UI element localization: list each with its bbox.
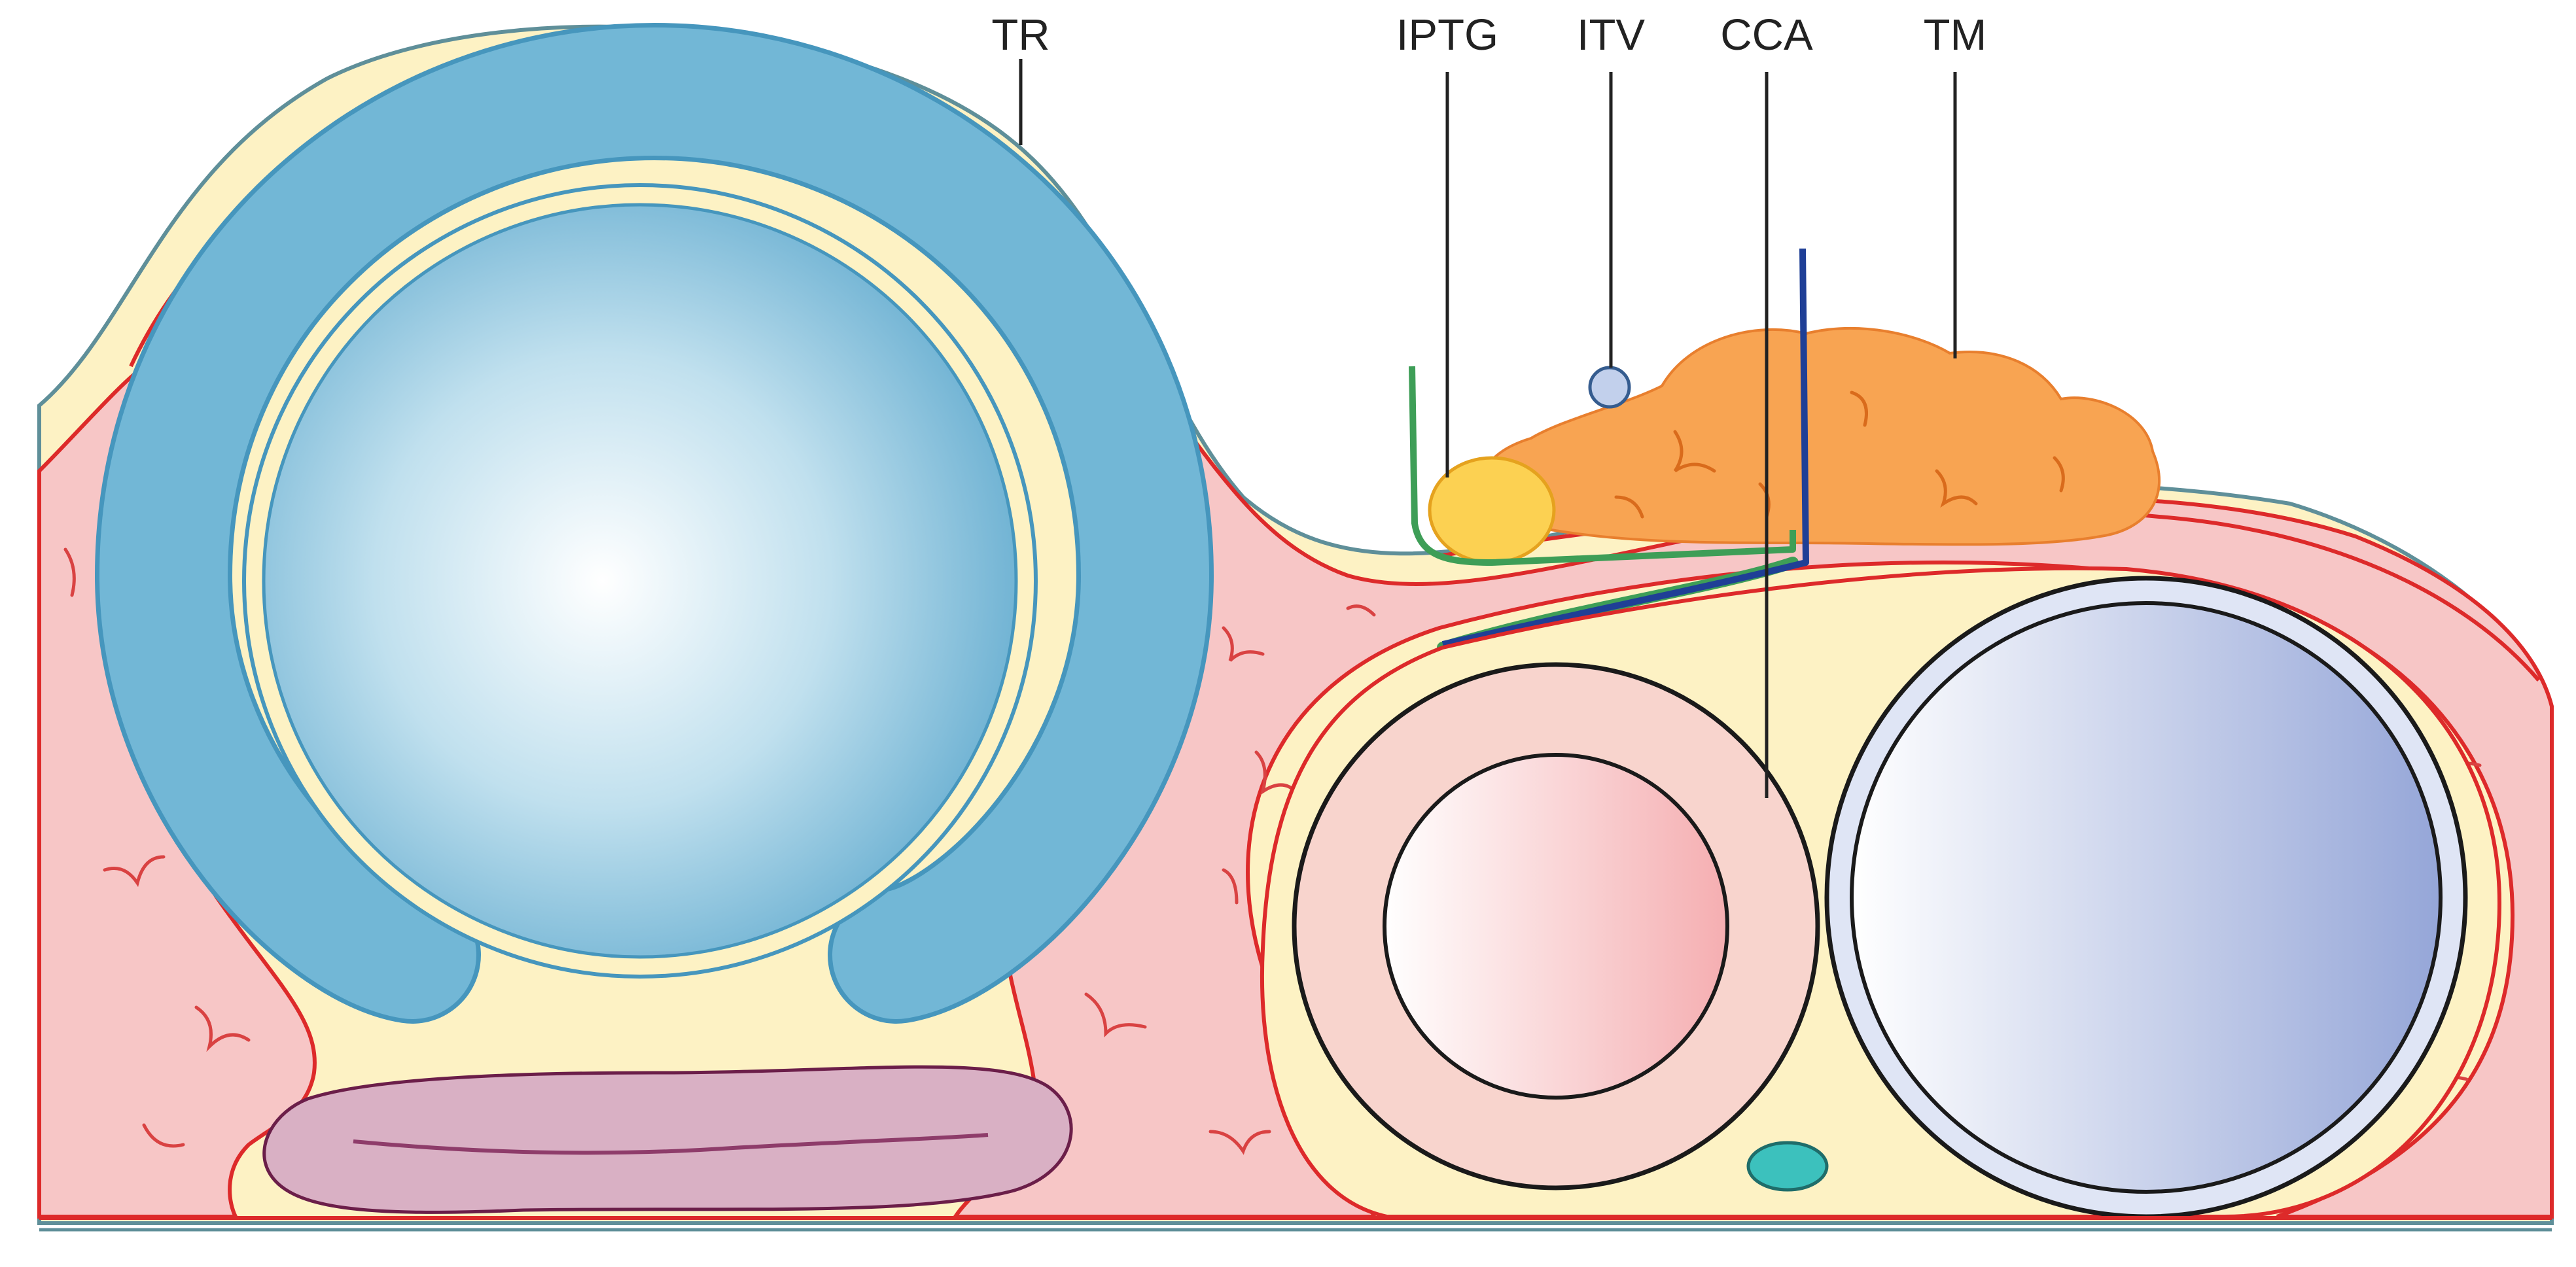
tracheal-cartilage-ring-fill xyxy=(99,27,1210,1019)
tumor-mass xyxy=(1481,327,2161,546)
label-cca: CCA xyxy=(1720,10,1813,60)
esophagus-lumen xyxy=(353,1133,989,1155)
common-carotid-artery-lumen xyxy=(1383,753,1729,1100)
esophagus xyxy=(262,1065,1073,1214)
label-iptg: IPTG xyxy=(1396,10,1498,60)
nerve-green-path xyxy=(1409,366,1796,566)
label-tm: TM xyxy=(1924,10,1987,60)
vagus-nerve xyxy=(1746,1141,1829,1192)
tracheal-lumen xyxy=(262,203,1018,959)
vessel-dark-blue-line xyxy=(1441,248,1809,648)
inferior-thyroid-vein xyxy=(1588,366,1631,409)
label-itv: ITV xyxy=(1577,10,1646,60)
label-tr: TR xyxy=(991,10,1050,60)
internal-jugular-vein-lumen xyxy=(1850,601,2443,1194)
